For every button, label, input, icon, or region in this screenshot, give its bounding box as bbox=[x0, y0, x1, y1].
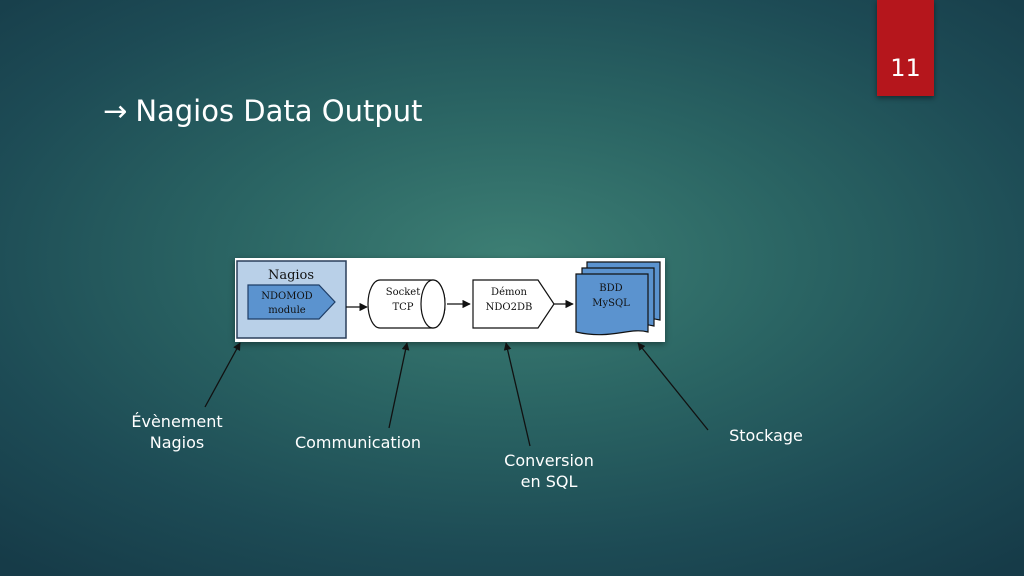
architecture-diagram: Nagios NDOMOD module Socket TCP Démon ND… bbox=[235, 258, 665, 342]
socket-label-line2: TCP bbox=[392, 302, 413, 313]
annotation-storage-line1: Stockage bbox=[729, 426, 803, 445]
annotation-event-line2: Nagios bbox=[149, 433, 205, 452]
callout-line-communication bbox=[388, 342, 410, 429]
slide-title-row: →Nagios Data Output bbox=[103, 94, 423, 128]
callout-line-conversion bbox=[503, 342, 531, 447]
ndomod-label-line1: NDOMOD bbox=[261, 291, 312, 302]
annotation-communication-line1: Communication bbox=[294, 433, 422, 452]
annotation-conversion: Conversion en SQL bbox=[495, 450, 603, 492]
slide-number-badge: 11 bbox=[877, 0, 934, 96]
ndomod-label-line2: module bbox=[268, 305, 306, 316]
callout-line-storage bbox=[637, 342, 709, 431]
slide-number: 11 bbox=[890, 54, 921, 82]
database-label-line1: BDD bbox=[599, 283, 622, 294]
socket-tcp-node: Socket TCP bbox=[367, 279, 446, 329]
annotation-communication: Communication bbox=[287, 432, 429, 453]
diagram-canvas: Nagios NDOMOD module Socket TCP Démon ND… bbox=[236, 260, 661, 339]
annotation-storage: Stockage bbox=[718, 425, 814, 446]
annotation-conversion-line1: Conversion bbox=[504, 451, 594, 470]
daemon-label-line1: Démon bbox=[491, 287, 527, 298]
database-label-line2: MySQL bbox=[592, 298, 630, 309]
database-mysql-node: BDD MySQL bbox=[575, 261, 661, 336]
slide-title: Nagios Data Output bbox=[135, 94, 423, 128]
nagios-group-title: Nagios bbox=[268, 268, 314, 283]
arrow-right-icon: → bbox=[103, 94, 128, 128]
ndomod-module-node: NDOMOD module bbox=[247, 284, 336, 320]
callout-line-event bbox=[204, 342, 241, 408]
daemon-label-line2: NDO2DB bbox=[486, 302, 533, 313]
daemon-ndo2db-node: Démon NDO2DB bbox=[472, 279, 555, 329]
socket-label-line1: Socket bbox=[386, 287, 420, 298]
annotation-conversion-line2: en SQL bbox=[520, 472, 578, 491]
annotation-event-line1: Évènement bbox=[131, 412, 223, 431]
annotation-event: Évènement Nagios bbox=[122, 411, 232, 453]
